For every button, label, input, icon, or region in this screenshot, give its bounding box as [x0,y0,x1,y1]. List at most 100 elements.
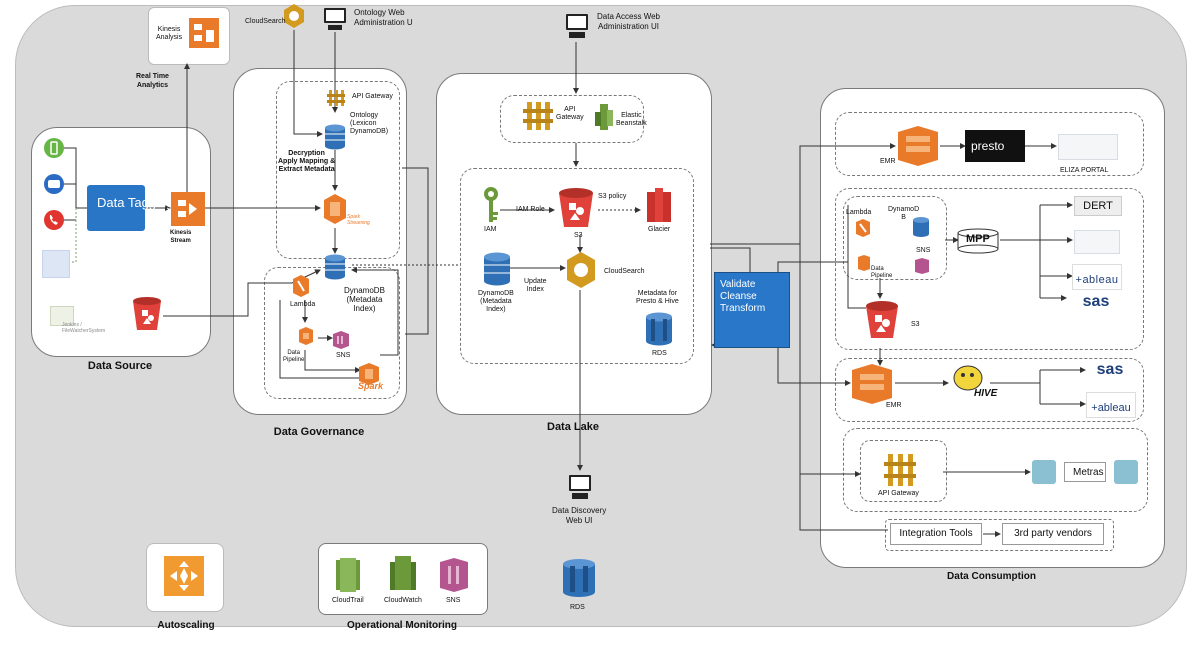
phone-icon [44,138,64,158]
lambda-spark-streaming-icon [322,192,348,226]
emr-bottom-label: EMR [886,402,902,409]
data-tagging-box: Data Tagging [87,185,173,231]
lake-rds-icon [645,312,673,346]
autoscaling-title: Autoscaling [157,620,215,631]
cons-dynamodb-label: DynamoD B [888,206,920,221]
data-access-monitor-icon [565,12,589,40]
rds-label: RDS [570,604,585,611]
cons-lambda-icon [855,218,871,238]
rds-icon [562,558,596,598]
file-watcher-icon [50,306,74,326]
emr-top-icon [896,124,940,168]
cloudsearch-label: CloudSearch [245,18,286,25]
spark-icon [358,362,380,386]
data-lake-panel [436,73,712,415]
cloudsearch-icon [283,3,305,29]
cons-s3-label: S3 [911,321,920,328]
update-index-label: Update Index [524,278,547,293]
tableau-logo-1: +ableau [1072,264,1122,290]
cons-api-gateway-icon [882,452,918,488]
emr-top-label: EMR [880,158,896,165]
sas-logo-1: sas [1082,293,1110,310]
cons-sns-icon [914,257,930,275]
dert-box: DERT [1074,196,1122,216]
decryption-label: Decryption Apply Mapping & Extract Metad… [278,150,336,173]
lake-s3-icon [557,187,595,229]
data-lake-title: Data Lake [547,421,599,433]
gov-sns-label: SNS [336,352,351,359]
third-party-vendors-box: 3rd party vendors [1002,523,1104,545]
data-discovery-monitor-icon [568,473,592,501]
iam-key-icon [482,186,500,224]
kinesis-stream-icon [171,192,205,226]
source-system-label: Jenkins / FileWatcherSystem [62,322,106,334]
lambda-icon [292,274,310,298]
gov-api-gateway-label: API Gateway [352,93,393,100]
sns-icon [332,330,350,350]
hive-label: HIVE [974,388,998,399]
metadata-presto-hive-label: Metadata for Presto & Hive [636,290,679,305]
lake-api-group [500,95,644,143]
s3-bucket-icon [131,296,163,332]
eliza-portal-screenshot [1058,134,1118,160]
cloudwatch-icon [386,554,420,594]
call-icon [44,210,64,230]
lake-dynamodb-icon [483,252,511,286]
tableau-logo-2: +ableau [1086,392,1136,418]
eliza-portal-label: ELIZA PORTAL [1060,167,1109,174]
cons-data-pipeline-icon [857,254,871,272]
cloudwatch-label: CloudWatch [384,597,422,604]
lake-dynamodb-label: DynamoDB (Metadata Index) [478,290,514,313]
data-consumption-title: Data Consumption [947,571,1036,582]
spark-streaming-label: Spark Streaming [347,214,370,226]
data-pipeline-icon [298,326,314,346]
ontology-label: Ontology (Lexicon DynamoDB) [350,112,389,135]
data-access-ui-label: Data Access Web Administration UI [597,12,660,31]
kinesis-analysis-icon [189,18,219,48]
s3-policy-label: S3 policy [598,193,627,200]
operational-monitoring-title: Operational Monitoring [347,620,457,631]
mpp-portal-screenshot [1074,230,1120,254]
lake-api-gateway-label: API Gateway [556,106,584,121]
lambda-label: Lambda [290,301,316,308]
glacier-icon [644,186,674,224]
consumption-lambda-group [843,196,947,280]
consumption-api-group [843,428,1148,512]
mpp-database-icon [956,228,1000,254]
cons-data-pipeline-label: Data Pipeline [871,266,893,279]
iam-label: IAM [484,226,497,233]
cons-dynamodb-icon [912,216,930,238]
computer-monitor-icon [322,6,348,32]
data-pipeline-label: Data Pipeline [283,350,305,363]
integration-tools-box: Integration Tools [890,523,982,545]
mpp-label: MPP [966,233,990,245]
real-time-analytics-label: Real Time Analytics [136,73,169,89]
autoscaling-icon [164,556,204,596]
lake-storage-group [460,168,694,364]
spark-label: Spark [358,381,384,391]
lake-s3-label: S3 [574,232,583,239]
integration-group [885,519,1114,551]
consumption-hive-group [835,358,1144,422]
metras-right-icon [1114,460,1138,484]
data-governance-panel [233,68,407,415]
dynamodb-metadata-icon [324,254,346,280]
kinesis-stream-label: Kinesis Stream [170,230,192,244]
iam-role-label: IAM Role [516,206,545,213]
presto-logo: presto [965,130,1025,162]
cloudtrail-icon [332,556,364,594]
lake-cloudsearch-icon [565,250,597,290]
cons-sns-label: SNS [916,247,931,254]
lake-rds-label: RDS [652,350,667,357]
metras-left-icon [1032,460,1056,484]
consumption-mpp-group [835,188,1144,350]
monitoring-sns-label: SNS [446,597,461,604]
elastic-beanstalk-icon [594,102,614,132]
ontology-web-admin-label: Ontology Web Administration U [354,8,413,27]
sas-logo-2: sas [1096,361,1124,378]
consumption-presto-group [835,112,1144,176]
gov-dynamodb-label: DynamoDB (Metadata Index) [344,286,385,313]
data-discovery-ui-label: Data Discovery Web UI [552,506,607,525]
emr-bottom-icon [850,362,894,406]
